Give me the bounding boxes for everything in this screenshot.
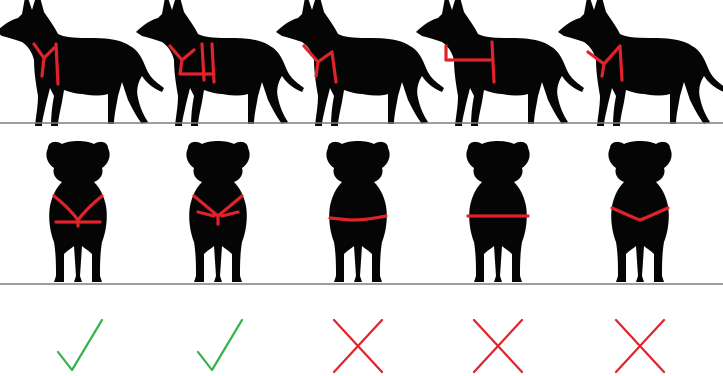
dog-front-icon [186, 141, 249, 282]
harness-example-column [0, 0, 164, 370]
checkmark-icon [198, 320, 242, 370]
dog-front-icon [46, 141, 109, 282]
dog-front-icon [326, 141, 389, 282]
dog-side-icon [276, 0, 444, 126]
dog-side-icon [0, 0, 164, 126]
harness-example-column [276, 0, 444, 372]
cross-icon [334, 320, 382, 372]
harness-example-column [136, 0, 304, 370]
cross-icon [474, 320, 522, 372]
checkmark-icon [58, 320, 102, 370]
dog-side-icon [558, 0, 723, 126]
dog-side-icon [416, 0, 584, 126]
dog-front-icon [466, 141, 529, 282]
dog-side-icon [136, 0, 304, 126]
cross-icon [616, 320, 664, 372]
harness-example-column [558, 0, 723, 372]
harness-example-column [416, 0, 584, 372]
